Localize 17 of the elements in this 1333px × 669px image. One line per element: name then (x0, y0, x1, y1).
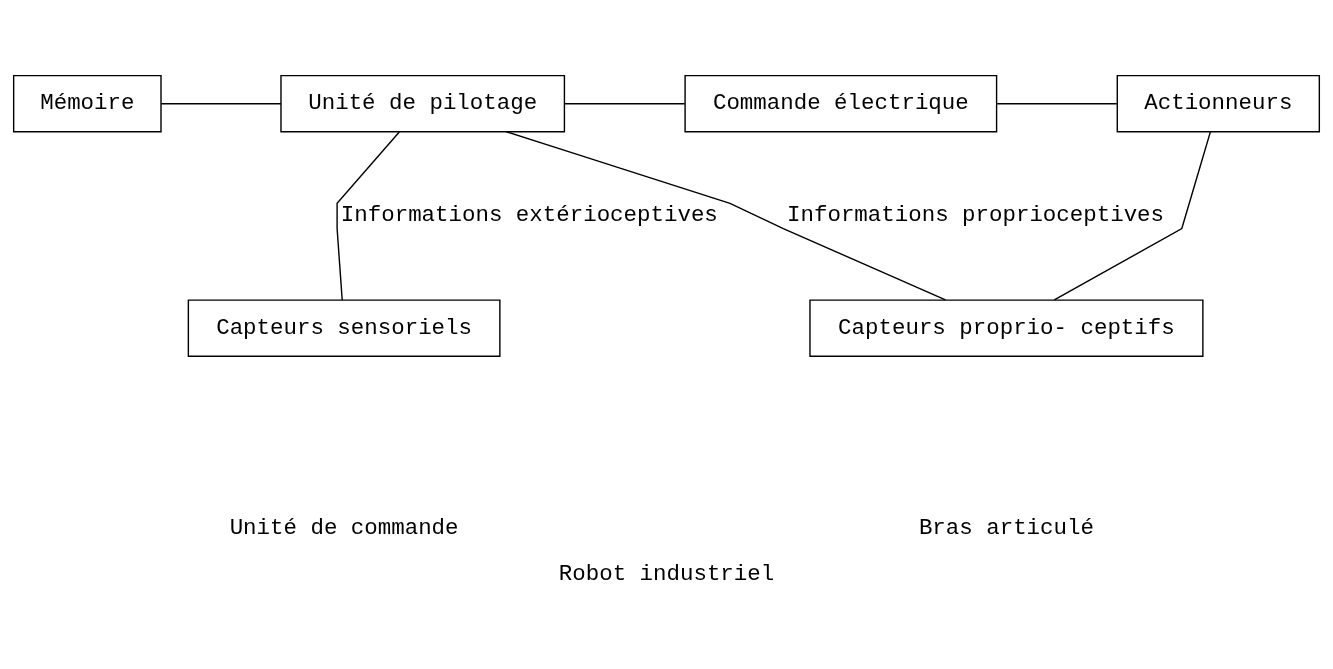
node-box: Actionneurs (1116, 74, 1321, 133)
connector (160, 103, 282, 105)
edge-label: Informations extérioceptives (340, 202, 718, 229)
node-box: Capteurs proprio- ceptifs (809, 299, 1204, 357)
connector (336, 131, 400, 301)
connector (563, 103, 686, 105)
node-box: Commande électrique (684, 74, 998, 133)
node-box: Mémoire (12, 74, 162, 133)
node-box: Unité de pilotage (280, 74, 566, 133)
node-box: Capteurs sensoriels (187, 299, 501, 357)
connector (505, 131, 947, 301)
connector (996, 103, 1118, 105)
caption: Robot industriel (558, 561, 775, 588)
edge-label: Informations proprioceptives (787, 202, 1165, 229)
label: Unité de commande (229, 515, 459, 542)
connector (1053, 131, 1212, 301)
label: Bras articulé (918, 515, 1094, 542)
